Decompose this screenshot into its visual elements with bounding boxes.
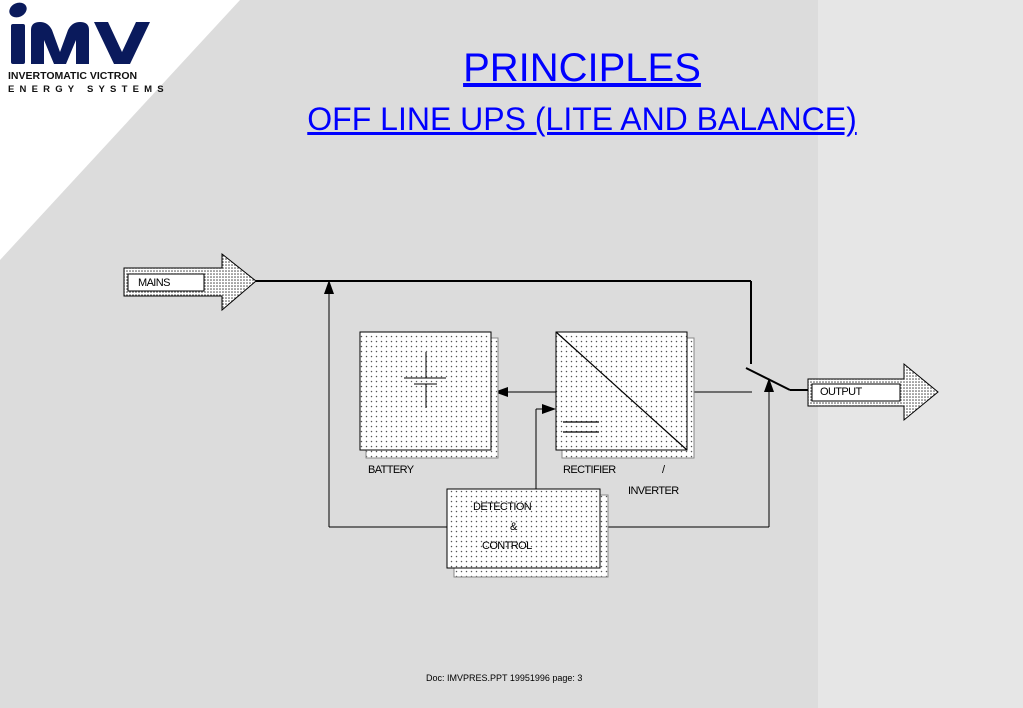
- wiring: [256, 280, 808, 528]
- mains-label: MAINS: [138, 277, 170, 289]
- battery-label: BATTERY: [368, 464, 414, 476]
- rectifier-inverter-box: [555, 331, 695, 459]
- right-panel: [818, 0, 1023, 708]
- mains-arrow: [123, 252, 257, 312]
- inverter-label: INVERTER: [628, 485, 679, 497]
- logo-corner: [0, 0, 240, 260]
- page-title: PRINCIPLES: [463, 46, 701, 90]
- output-label: OUTPUT: [820, 386, 862, 398]
- output-arrow: [807, 362, 939, 422]
- control-label: CONTROL: [482, 540, 532, 552]
- imv-logo-icon: [9, 2, 150, 64]
- rectifier-label: RECTIFIER: [563, 464, 616, 476]
- arrowheads: [324, 280, 774, 414]
- footer-doc-info: Doc: IMVPRES.PPT 19951996 page: 3: [426, 673, 583, 683]
- battery-icon: [404, 352, 446, 408]
- logo-company-name: INVERTOMATIC VICTRON: [8, 70, 138, 82]
- page-subtitle: OFF LINE UPS (LITE AND BALANCE): [307, 101, 857, 137]
- battery-box: [359, 331, 499, 459]
- detection-label: DETECTION: [473, 501, 532, 513]
- logo-tagline: ENERGY SYSTEMS: [8, 84, 169, 95]
- slash-label: /: [662, 464, 665, 476]
- detection-control-box: [446, 488, 609, 578]
- ampersand-label: &: [510, 521, 517, 533]
